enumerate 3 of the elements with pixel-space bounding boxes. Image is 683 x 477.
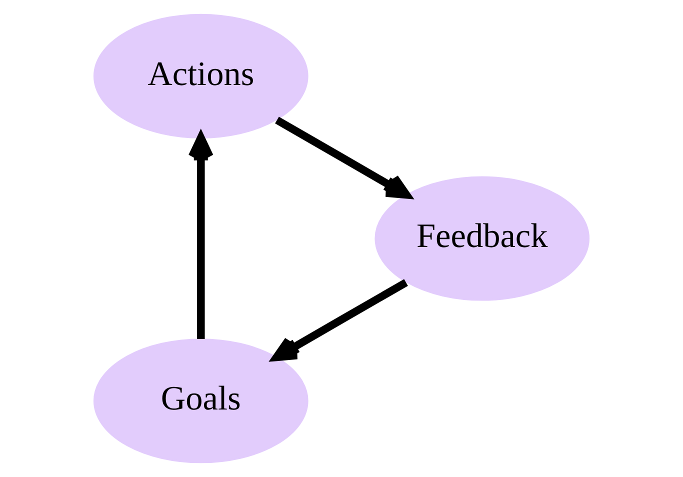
node-ellipse: Actions (93, 14, 308, 138)
node-ellipse: Feedback (374, 176, 590, 301)
node-ellipse: Goals (93, 338, 308, 464)
